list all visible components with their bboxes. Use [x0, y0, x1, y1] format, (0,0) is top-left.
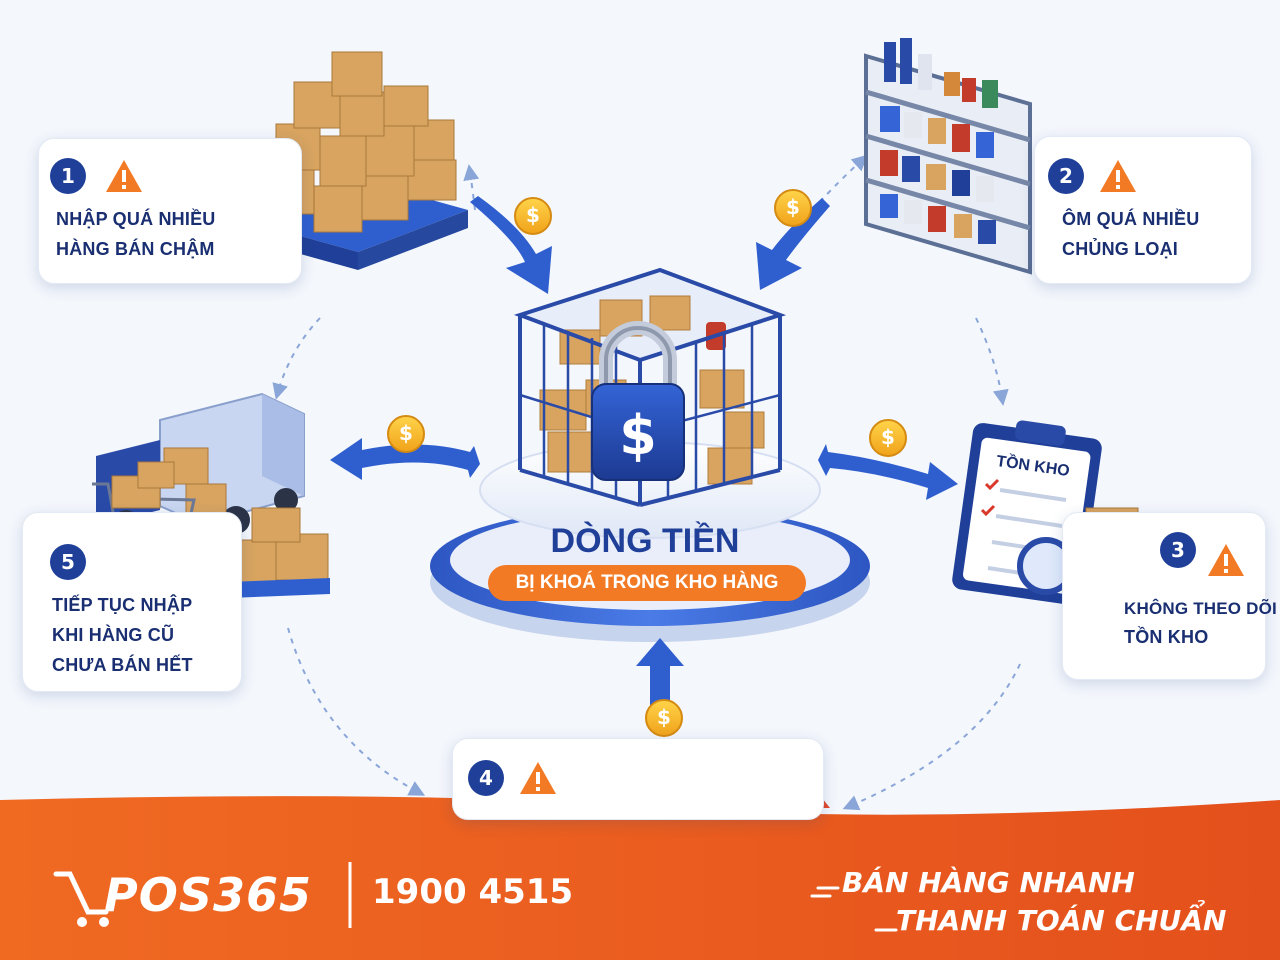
shelf-illustration: [864, 38, 1032, 275]
step-label-3-line-2: TỒN KHO: [1124, 627, 1209, 647]
cart-boxes: [111, 461, 175, 509]
footer-band: [0, 796, 1280, 960]
step-label-5-line-2: KHI HÀNG CŨ: [52, 625, 175, 645]
slogan-line-1: BÁN HÀNG NHANH: [842, 866, 1135, 899]
hotline-number: 1900 4515: [372, 872, 574, 912]
cage-illustration: [513, 267, 787, 507]
step-label-2-line-1: ÔM QUÁ NHIỀU: [1062, 209, 1200, 229]
padlock-icon: [591, 321, 685, 481]
step-number-4: 4: [468, 760, 504, 796]
warning-icon: [1208, 544, 1244, 576]
step-card-3: [1062, 512, 1266, 680]
step-card-1: [38, 138, 302, 284]
pos365-cart-logo: [53, 871, 109, 915]
warning-icon: [520, 762, 556, 794]
center-subtitle: BỊ KHOÁ TRONG KHO HÀNG: [488, 565, 806, 601]
coin-symbol: $: [881, 425, 895, 449]
coin-symbol: $: [399, 421, 413, 445]
coin-symbol: $: [786, 195, 800, 219]
step-number-3: 3: [1160, 532, 1196, 568]
step-label-1-line-1: NHẬP QUÁ NHIỀU: [56, 209, 216, 229]
coin-symbol: $: [657, 705, 671, 729]
flow-arrows: [330, 196, 958, 708]
step-label-3-line-1: KHÔNG THEO DÕI: [1124, 599, 1277, 618]
step-number-1: 1: [50, 158, 86, 194]
step-label-5-line-3: CHƯA BÁN HẾT: [52, 655, 193, 675]
step-label-1-line-2: HÀNG BÁN CHẬM: [56, 239, 215, 259]
step-number-5: 5: [50, 544, 86, 580]
coin-symbol: $: [526, 203, 540, 227]
center-title: DÒNG TIỀN: [550, 522, 740, 560]
warning-icon: [1100, 160, 1136, 192]
pallet-boxes-illustration: [250, 51, 468, 270]
slogan-line-2: THANH TOÁN CHUẨN: [896, 904, 1227, 937]
coins: [387, 189, 907, 737]
step-card-4: [452, 738, 824, 820]
cycle-dashes: [272, 154, 1021, 811]
step-number-2: 2: [1048, 158, 1084, 194]
step-label-2-line-2: CHỦNG LOẠI: [1062, 239, 1178, 259]
warning-icon: [106, 160, 142, 192]
step-label-5-line-1: TIẾP TỤC NHẬP: [52, 595, 193, 615]
lock-dollar-symbol: $: [619, 404, 657, 467]
brand-logo-text: POS365: [104, 868, 312, 922]
step-card-5: [22, 512, 242, 692]
